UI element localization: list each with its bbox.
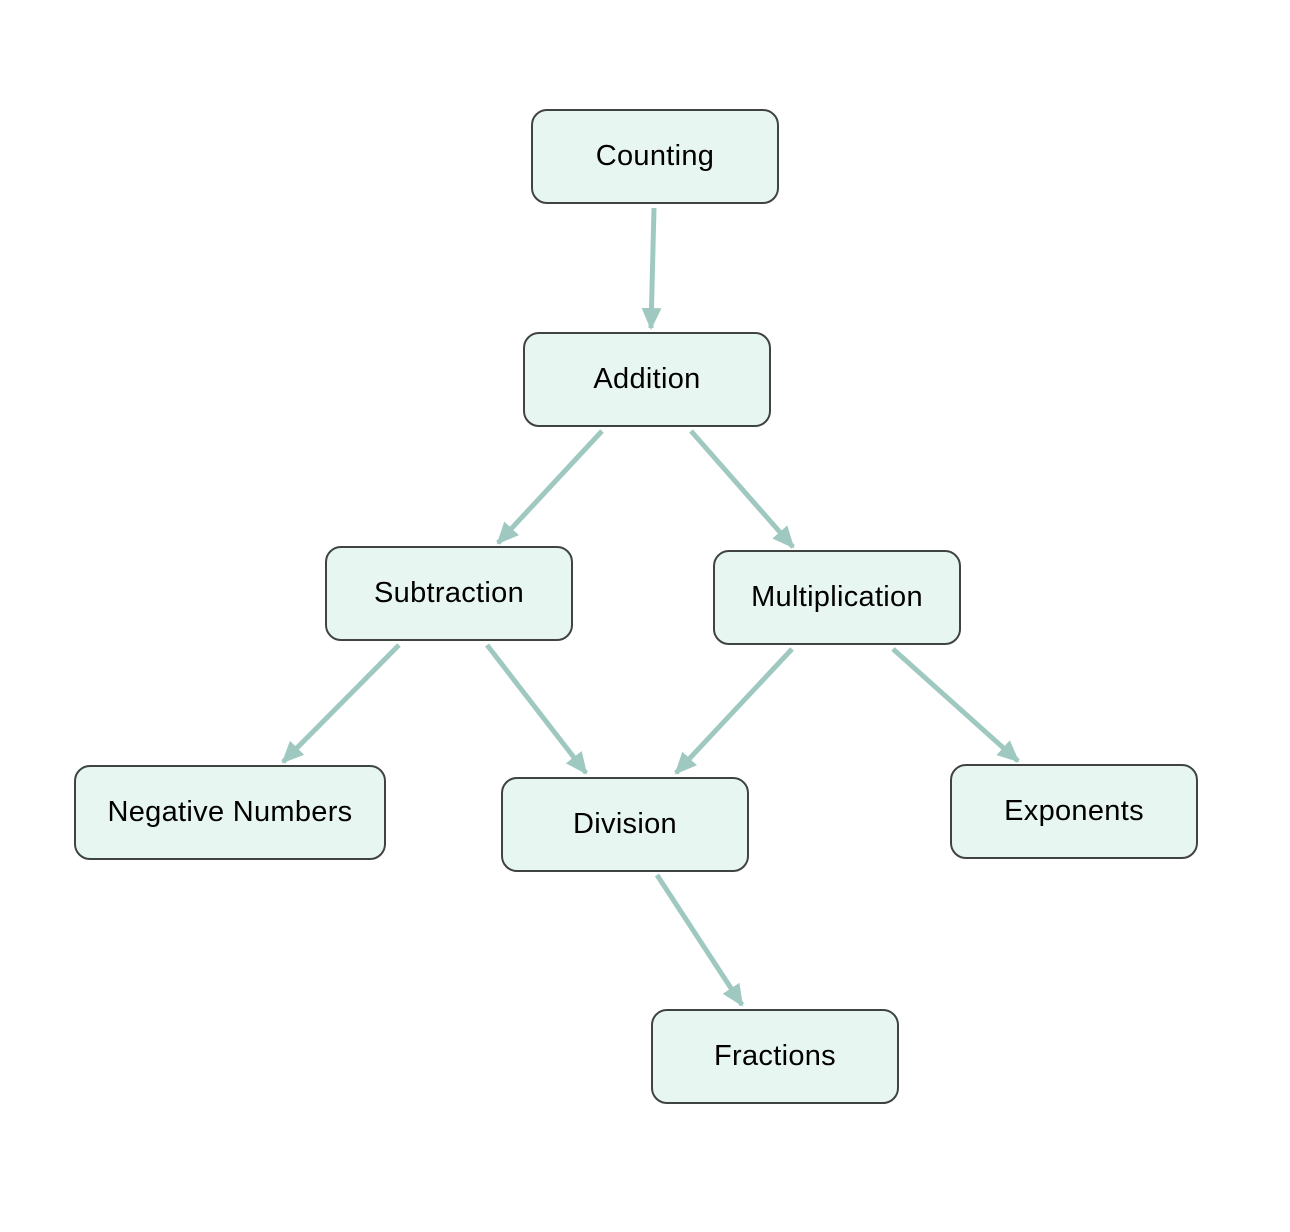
node-label: Counting (595, 140, 715, 172)
node-label: Fractions (714, 1040, 836, 1072)
edge-addition-to-multiplication (689, 429, 795, 549)
node-negative-numbers[interactable]: Negative Numbers (74, 765, 386, 860)
edge-division-to-fractions (654, 873, 745, 1007)
node-addition[interactable]: Addition (523, 332, 771, 427)
node-counting[interactable]: Counting (531, 109, 779, 204)
edge-multiplication-to-division (674, 647, 794, 775)
node-label: Exponents (1004, 795, 1144, 827)
node-multiplication[interactable]: Multiplication (713, 550, 961, 645)
edge-subtraction-to-negative-numbers (281, 643, 401, 764)
edge-group (281, 207, 1020, 1007)
node-fractions[interactable]: Fractions (651, 1009, 899, 1104)
node-exponents[interactable]: Exponents (950, 764, 1198, 859)
edge-subtraction-to-division (485, 643, 588, 775)
node-label: Negative Numbers (107, 796, 353, 828)
node-label: Multiplication (751, 581, 923, 613)
node-subtraction[interactable]: Subtraction (325, 546, 573, 641)
edge-counting-to-addition (641, 207, 662, 330)
node-label: Subtraction (374, 577, 524, 609)
edge-multiplication-to-exponents (891, 647, 1020, 763)
node-label: Addition (593, 363, 701, 395)
edge-addition-to-subtraction (496, 429, 604, 545)
node-label: Division (573, 808, 677, 840)
node-division[interactable]: Division (501, 777, 749, 872)
